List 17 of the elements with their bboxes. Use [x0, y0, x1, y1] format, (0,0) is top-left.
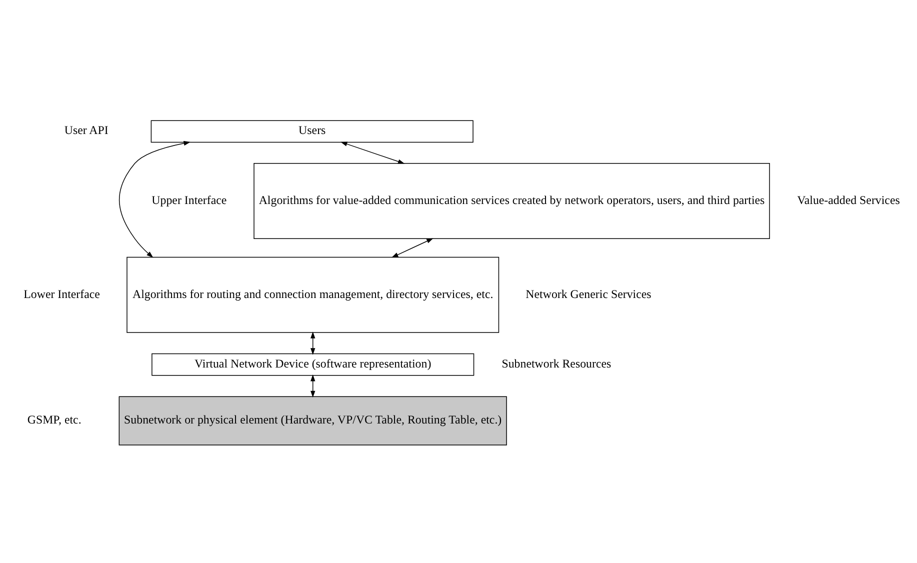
label: User API — [64, 123, 108, 138]
arrow — [118, 140, 190, 258]
label: GSMP, etc. — [27, 412, 82, 427]
node-box: Users — [150, 120, 474, 143]
label: Lower Interface — [24, 286, 100, 301]
node-box: Algorithms for routing and connection management, directory services, etc. — [126, 256, 500, 333]
arrow — [340, 142, 405, 164]
label: Value-added Services — [797, 192, 900, 207]
node-box: Subnetwork or physical element (Hardware, VP/VC Table, Routing Table, etc.) — [118, 396, 507, 446]
label: Network Generic Services — [526, 286, 652, 301]
label: Subnetwork Resources — [502, 356, 612, 370]
arrow — [310, 332, 316, 355]
arrow — [310, 374, 316, 398]
label: Upper Interface — [152, 192, 227, 207]
node-box: Virtual Network Device (software representation) — [152, 353, 474, 376]
node-box: Algorithms for value-added communication services created by network operators, users, and third parties — [254, 163, 770, 240]
arrow — [392, 238, 434, 258]
